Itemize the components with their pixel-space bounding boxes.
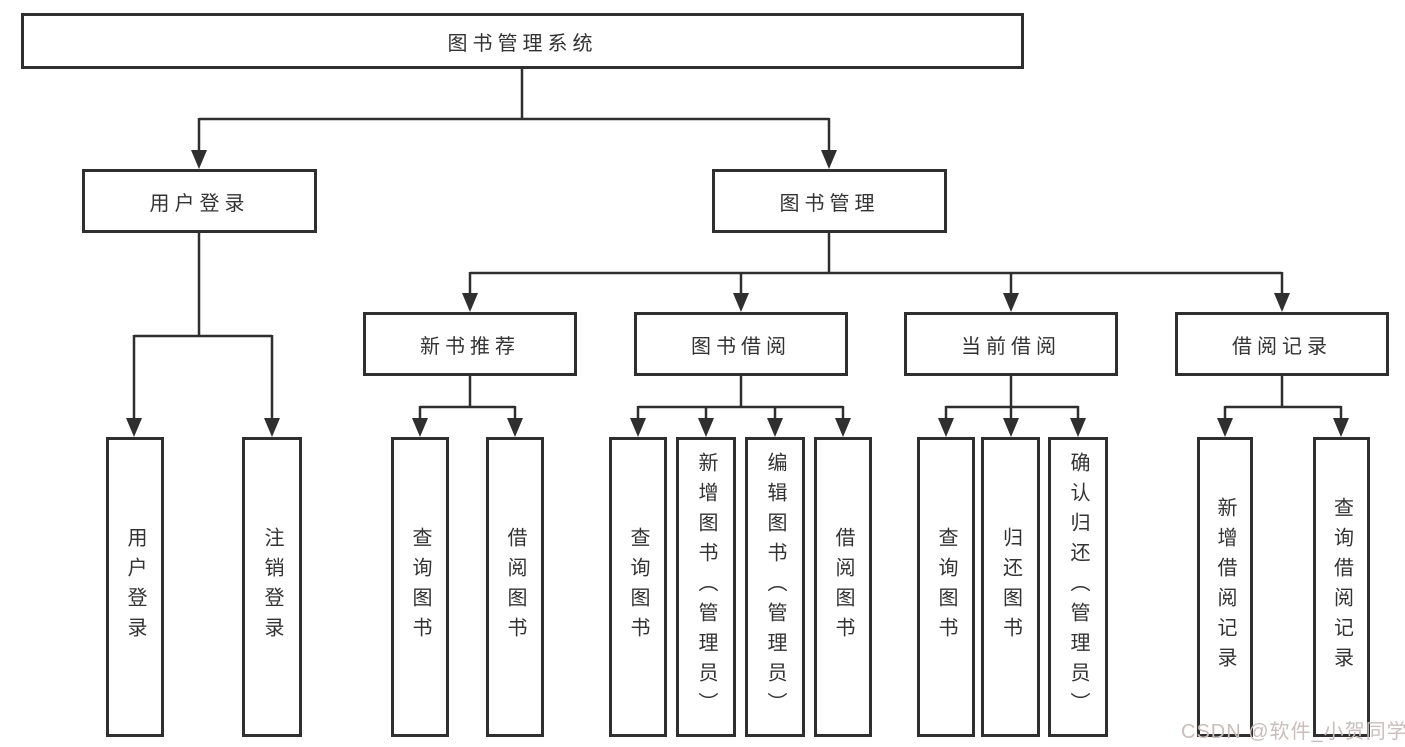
leaf-query-books-3: 查询图书 [917, 437, 975, 737]
leaf-return-books-label: 归还图书 [999, 527, 1022, 647]
leaf-query-books-2: 查询图书 [609, 437, 667, 737]
csdn-watermark: CSDN @软件_小贺同学 [1181, 721, 1405, 743]
leaf-logout: 注销登录 [242, 437, 302, 737]
leaf-query-books-2-label: 查询图书 [627, 527, 649, 647]
connector-lines [132, 69, 1343, 421]
node-root-label: 图书管理系统 [447, 32, 598, 55]
node-current-borrow-label: 当前借阅 [961, 335, 1061, 358]
leaf-confirm-return-admin: 确认归还（管理员） [1048, 437, 1108, 737]
node-user-login: 用户登录 [82, 169, 317, 233]
node-book-borrow-label: 图书借阅 [691, 335, 791, 358]
node-borrow-records: 借阅记录 [1175, 312, 1389, 376]
leaf-add-books-admin: 新增图书（管理员） [676, 437, 736, 737]
leaf-logout-label: 注销登录 [261, 527, 283, 647]
leaf-query-borrow-record: 查询借阅记录 [1313, 437, 1370, 737]
leaf-query-books-1: 查询图书 [391, 437, 449, 737]
node-current-borrow: 当前借阅 [904, 312, 1118, 376]
leaf-edit-books-admin-label: 编辑图书（管理员） [764, 452, 786, 722]
leaf-borrow-books-1: 借阅图书 [486, 437, 544, 737]
node-new-book-recommend-label: 新书推荐 [420, 335, 520, 358]
leaf-borrow-books-1-label: 借阅图书 [504, 527, 526, 647]
leaf-add-books-admin-label: 新增图书（管理员） [695, 452, 717, 722]
node-book-management-label: 图书管理 [779, 192, 880, 215]
node-book-borrow: 图书借阅 [634, 312, 848, 376]
leaf-query-books-3-label: 查询图书 [935, 527, 957, 647]
node-root: 图书管理系统 [21, 13, 1024, 69]
node-borrow-records-label: 借阅记录 [1232, 335, 1332, 358]
node-new-book-recommend: 新书推荐 [363, 312, 577, 376]
leaf-user-login-label: 用户登录 [124, 527, 146, 647]
leaf-edit-books-admin: 编辑图书（管理员） [745, 437, 805, 737]
leaf-add-borrow-record-label: 新增借阅记录 [1214, 497, 1236, 677]
leaf-borrow-books-2-label: 借阅图书 [832, 527, 854, 647]
leaf-query-books-1-label: 查询图书 [409, 527, 431, 647]
leaf-query-borrow-record-label: 查询借阅记录 [1330, 497, 1353, 677]
arrowheads [126, 150, 1349, 437]
leaf-return-books: 归还图书 [981, 437, 1040, 737]
leaf-confirm-return-admin-label: 确认归还（管理员） [1067, 452, 1089, 722]
node-user-login-label: 用户登录 [149, 192, 250, 215]
node-book-management: 图书管理 [712, 169, 947, 233]
leaf-add-borrow-record: 新增借阅记录 [1197, 437, 1253, 737]
leaf-borrow-books-2: 借阅图书 [814, 437, 872, 737]
leaf-user-login: 用户登录 [106, 437, 164, 737]
